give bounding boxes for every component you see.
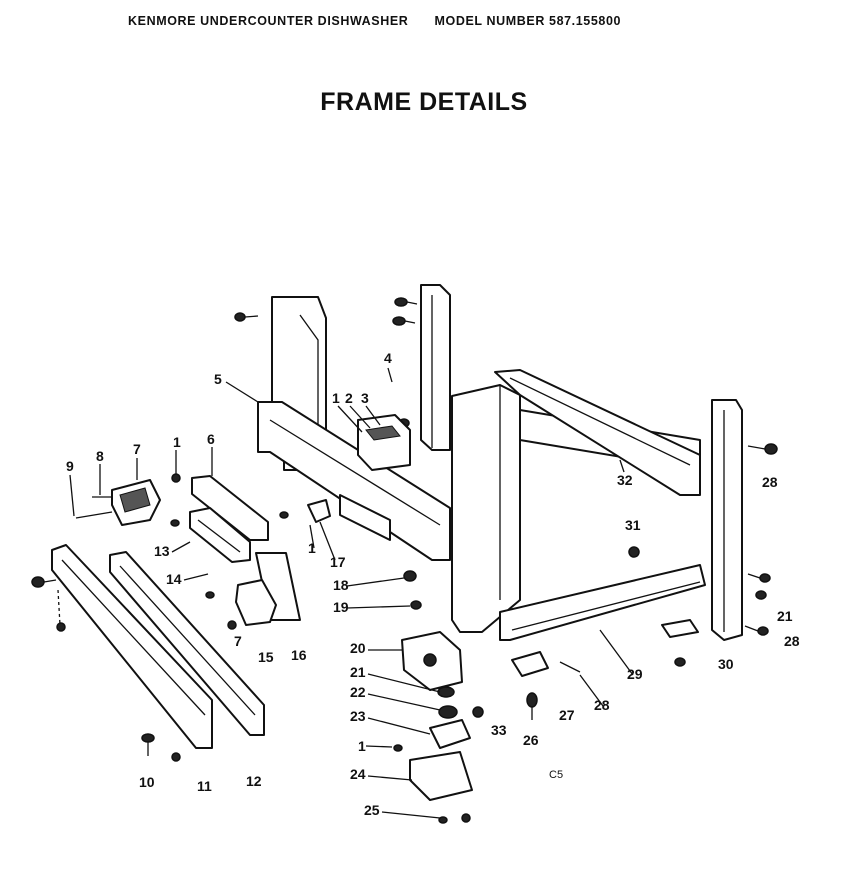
- bottom-side-rail: [499, 564, 706, 641]
- part-label-9: 9: [66, 458, 74, 474]
- part-label-7: 7: [234, 633, 242, 649]
- part-label-28: 28: [762, 474, 778, 490]
- part-label-8: 8: [96, 448, 104, 464]
- part-label-26: 26: [523, 732, 539, 748]
- part-label-1: 1: [332, 390, 340, 406]
- clip-17: [307, 499, 331, 523]
- part-label-1: 1: [308, 540, 316, 556]
- part-label-33: 33: [491, 722, 507, 738]
- part-label-21: 21: [350, 664, 366, 680]
- screws-top: [234, 297, 418, 428]
- part-label-21: 21: [777, 608, 793, 624]
- part-label-18: 18: [333, 577, 349, 593]
- diagram-code: C5: [549, 769, 563, 781]
- part-label-1: 1: [173, 434, 181, 450]
- screws-right: [628, 443, 778, 667]
- right-vertical-rail: [711, 399, 743, 641]
- part-label-4: 4: [384, 350, 392, 366]
- part-label-3: 3: [361, 390, 369, 406]
- part-label-16: 16: [291, 647, 307, 663]
- part-label-6: 6: [207, 431, 215, 447]
- plate-24: [409, 751, 473, 801]
- top-rail: [494, 369, 701, 496]
- part-label-2: 2: [345, 390, 353, 406]
- part-label-25: 25: [364, 802, 380, 818]
- right-lower-parts: [511, 651, 581, 720]
- part-label-22: 22: [350, 684, 366, 700]
- part-label-11: 11: [197, 778, 212, 794]
- part-label-19: 19: [333, 599, 349, 615]
- part-label-24: 24: [350, 766, 366, 782]
- plate-23: [429, 719, 471, 749]
- part-label-23: 23: [350, 708, 366, 724]
- part-label-20: 20: [350, 640, 366, 656]
- part-label-14: 14: [166, 571, 182, 587]
- left-hinge-parts: [75, 473, 301, 630]
- strip-6: [191, 475, 269, 541]
- part-label-28: 28: [784, 633, 800, 649]
- part-label-27: 27: [559, 707, 575, 723]
- drawing: [31, 284, 778, 824]
- part-label-32: 32: [617, 472, 633, 488]
- page-header: KENMORE UNDERCOUNTER DISHWASHER MODEL NU…: [128, 14, 621, 28]
- part-label-28: 28: [594, 697, 610, 713]
- part-label-17: 17: [330, 554, 346, 570]
- screws-left: [31, 499, 331, 762]
- part-label-15: 15: [258, 649, 274, 665]
- center-hinge-assembly: [393, 570, 484, 824]
- product-name: KENMORE UNDERCOUNTER DISHWASHER: [128, 14, 409, 28]
- page-title: FRAME DETAILS: [320, 88, 528, 116]
- model-number: MODEL NUMBER 587.155800: [434, 14, 622, 28]
- bracket-15: [235, 579, 277, 626]
- part-label-5: 5: [214, 371, 222, 387]
- tub-frame: [451, 384, 521, 633]
- part-label-12: 12: [246, 773, 262, 789]
- part-label-29: 29: [627, 666, 643, 682]
- rear-vertical-rail: [420, 284, 451, 451]
- part-label-31: 31: [625, 517, 641, 533]
- part-label-1: 1: [358, 738, 366, 754]
- part-label-30: 30: [718, 656, 734, 672]
- leader-lines: [69, 367, 634, 819]
- part-label-10: 10: [139, 774, 155, 790]
- part-label-13: 13: [154, 543, 170, 559]
- roller-27: [511, 651, 549, 677]
- toe-panel-11: [51, 544, 213, 749]
- part-label-7: 7: [133, 441, 141, 457]
